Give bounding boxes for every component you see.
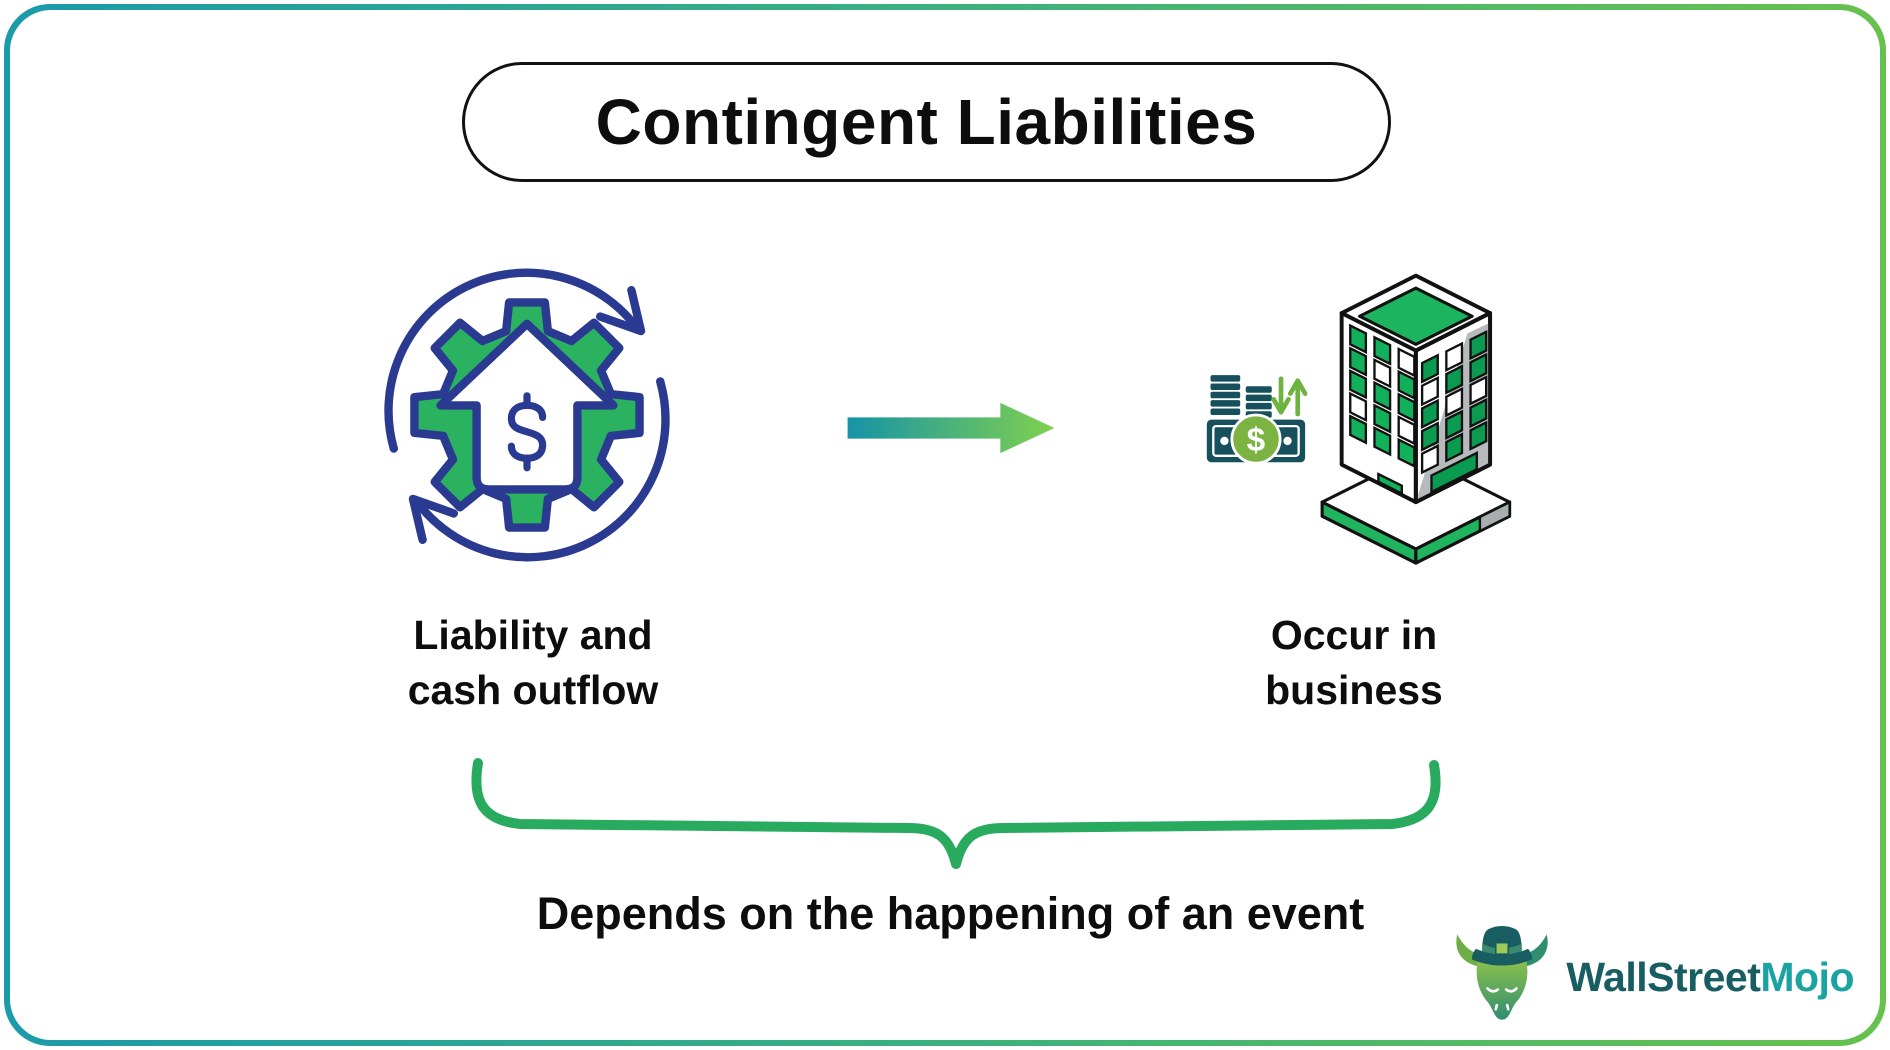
coin-stacks-icon [1210,375,1272,418]
wordmark-wallstreet: WallStreet [1566,953,1761,1000]
wallstreetmojo-logo: WallStreetMojo [1450,924,1854,1030]
bill-dollar-symbol: $ [1247,422,1266,459]
money-icon: $ [1206,375,1308,465]
building-door-left [1377,472,1403,496]
note-depends-on-event: Depends on the happening of an event [536,888,1365,939]
up-down-arrows-icon [1271,376,1308,417]
bull-face-lines [1486,987,1519,1011]
label-liability-cash-outflow: Liability and cash outflow [407,612,659,713]
dollar-sign-icon [507,392,547,472]
dollar-bill-icon: $ [1206,413,1306,465]
page-title: Contingent Liabilities [595,86,1258,158]
top-hat-brim [1472,948,1533,966]
building-icon [1320,273,1512,565]
hat-buckle [1495,941,1510,955]
wordmark-mojo: Mojo [1760,953,1854,1000]
title-pill: Contingent Liabilities [462,62,1391,182]
gear-house-dollar-icon [384,268,670,562]
wallstreetmojo-wordmark: WallStreetMojo [1566,954,1854,1001]
wallstreetmojo-bull-mascot-icon [1456,926,1549,1020]
building-cash-icon: $ [1206,273,1512,565]
cycle-arrows-icon [384,268,670,562]
bull-head [1477,958,1528,1020]
label-occur-in-business: Occur in business [1265,612,1443,713]
curly-brace [471,758,1441,869]
right-arrow-icon [847,402,1055,454]
